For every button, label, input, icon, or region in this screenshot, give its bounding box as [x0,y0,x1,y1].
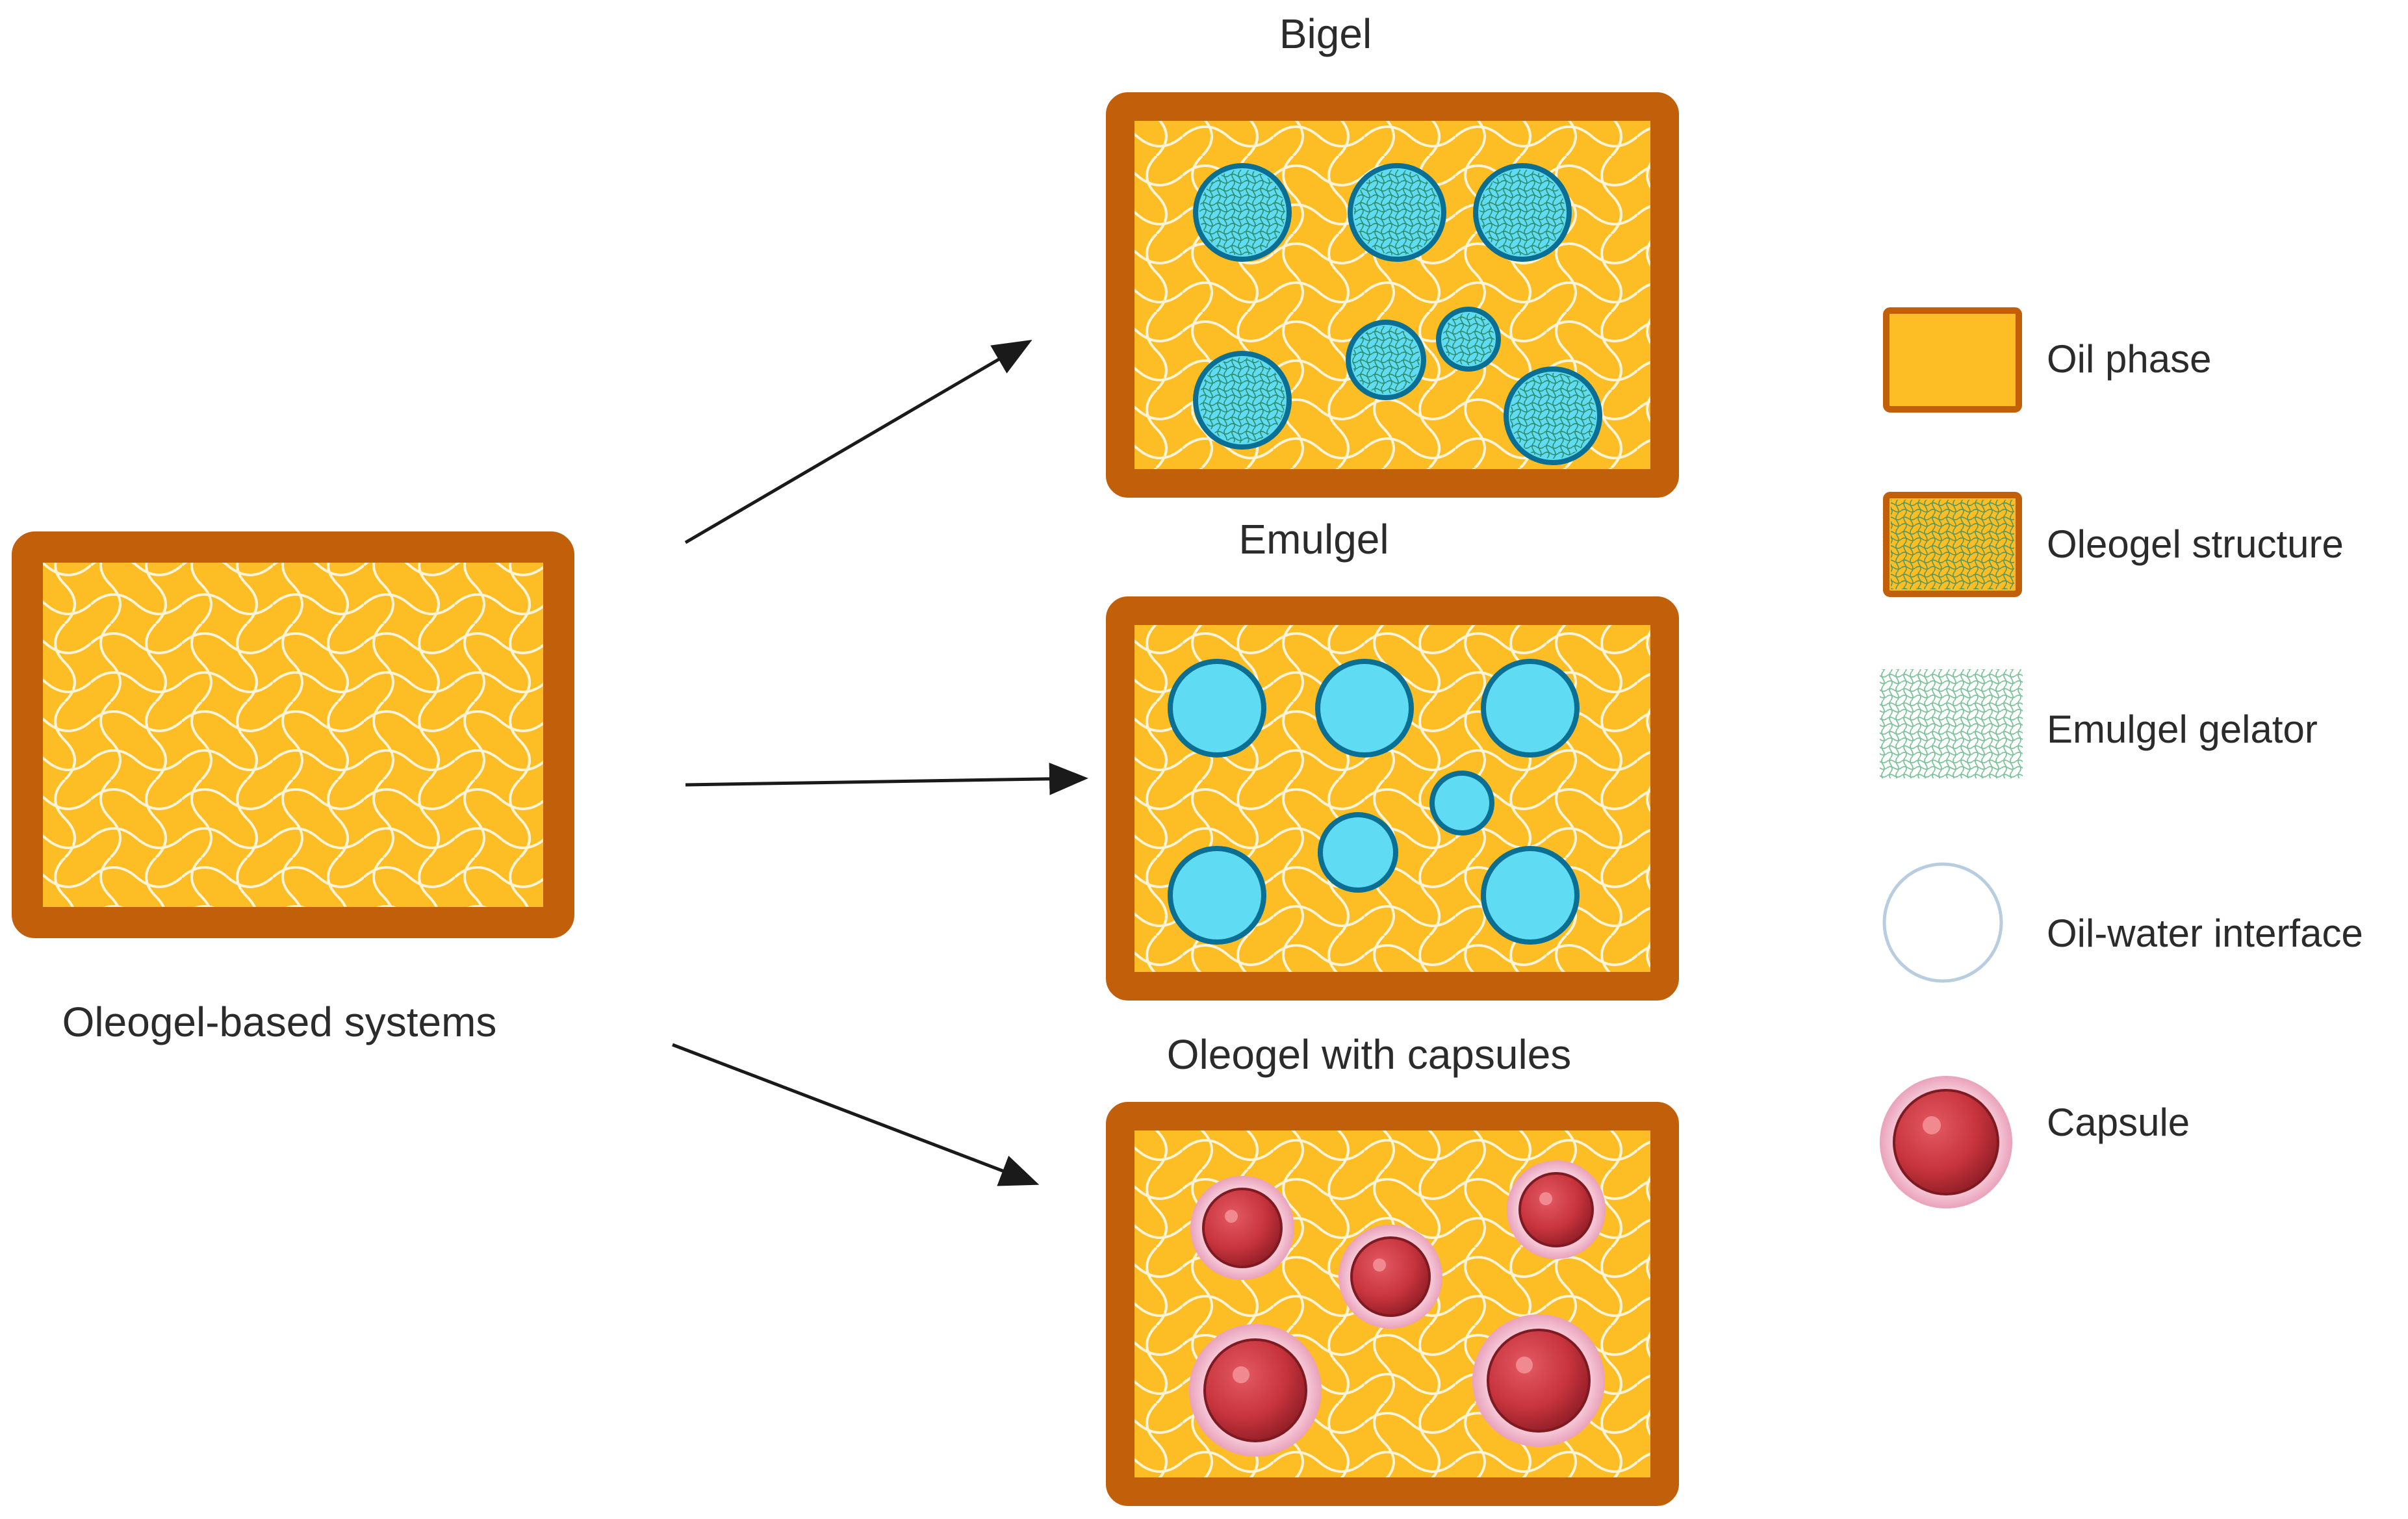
emulgel-label: Emulgel [1238,516,1389,563]
capsule [1190,1176,1294,1280]
oil-water-interface-swatch [1882,862,2003,983]
bigel-droplet [1348,163,1446,262]
legend-label: Oil phase [2047,337,2211,381]
legend-label: Oleogel structure [2047,522,2344,566]
emulgel-droplet [1168,846,1266,945]
legend-item-oleogel-structure: Oleogel structure [1883,492,2344,597]
legend-label: Oil-water interface [2047,912,2363,955]
bigel-droplet [1193,163,1292,262]
bigel-droplet [1193,351,1292,450]
bigel-droplet [1504,366,1602,465]
oleogel-source-block [12,531,574,938]
bigel-droplet [1346,320,1426,400]
bigel-label: Bigel [1279,10,1372,57]
legend: Oil phase Oleogel structure Emulgel gela… [1880,307,2363,1208]
emulgel-droplet [1481,846,1580,945]
capsules-group [1189,1160,1606,1457]
legend-item-oil-phase: Oil phase [1883,307,2211,413]
emulgel-droplet [1315,659,1414,758]
capsule-swatch-core [1893,1089,1999,1195]
bigel-droplet [1436,307,1501,372]
emulgel-droplet [1481,659,1580,758]
emulgel-droplet [1318,812,1398,893]
bigel-droplets [1193,163,1602,465]
capsule [1189,1324,1322,1457]
oil-phase-swatch [1883,307,2022,413]
emulgel-droplet [1429,771,1494,836]
emulgel-droplets [1168,659,1580,945]
legend-item-capsule: Capsule [1880,1076,2190,1208]
legend-label: Emulgel gelator [2047,708,2318,751]
arrow-to-capsules [672,1043,1040,1186]
emulgel-droplet [1168,659,1266,758]
arrow-to-bigel [684,339,1032,544]
arrow-to-emulgel [685,762,1088,795]
legend-label: Capsule [2047,1101,2190,1144]
capsule [1472,1314,1605,1447]
legend-item-emulgel-gelator: Emulgel gelator [1880,669,2318,778]
emulgel-gelator-swatch [1880,669,2023,778]
capsule [1507,1160,1606,1259]
capsule [1338,1225,1442,1329]
legend-item-oil-water-interface: Oil-water interface [1882,862,2363,983]
bigel-droplet [1473,163,1572,262]
capsules-label: Oleogel with capsules [1167,1031,1572,1078]
source-label: Oleogel-based systems [62,999,497,1045]
